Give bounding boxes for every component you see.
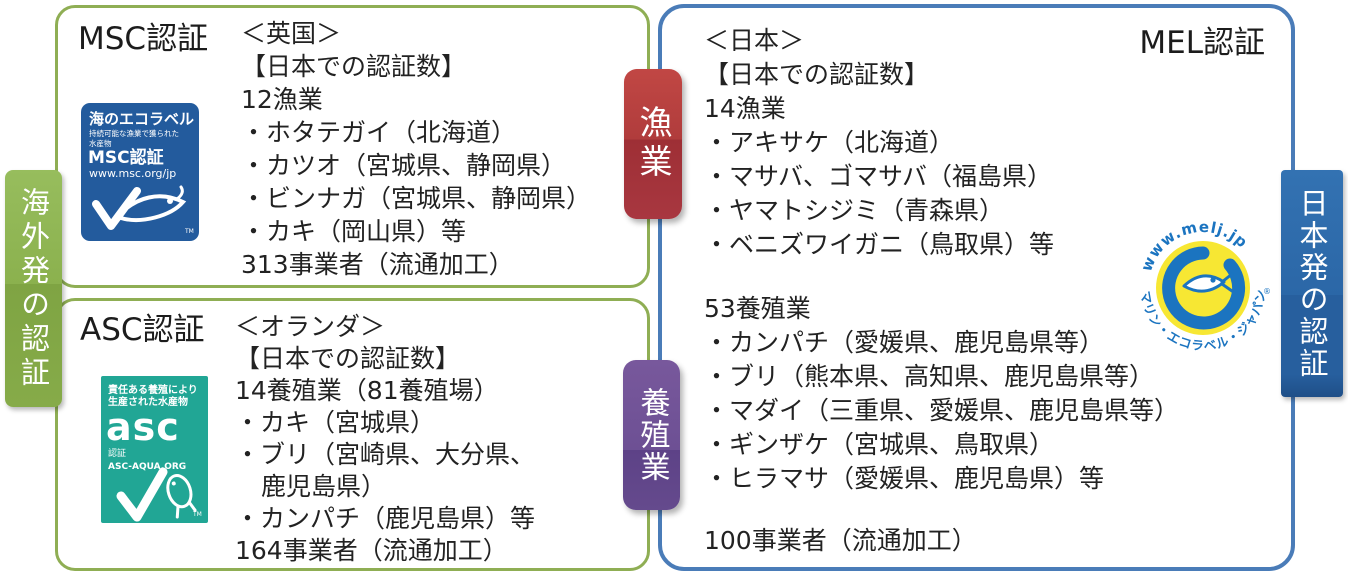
mel-ecolabel-logo: www.melj.jp マリン・エコラベル・ジャパン ®: [1132, 194, 1274, 366]
aquaculture-tag: 養殖業: [623, 360, 680, 510]
svg-text:水産物: 水産物: [89, 138, 112, 148]
svg-text:認証: 認証: [108, 447, 126, 459]
svg-text:生産された水産物: 生産された水産物: [108, 395, 188, 408]
asc-country: ＜オランダ＞: [235, 312, 386, 341]
mel-item: ・アキサケ（北海道）: [704, 128, 955, 157]
mel-fishery-count: 14漁業: [704, 94, 786, 123]
msc-title: MSC認証: [78, 21, 209, 57]
svg-text:ASC-AQUA.ORG: ASC-AQUA.ORG: [108, 462, 186, 472]
mel-item: ・ヤマトシジミ（青森県）: [704, 196, 1005, 225]
asc-title: ASC認証: [80, 312, 205, 348]
mel-title: MEL認証: [1139, 25, 1265, 61]
svg-text:MSC認証: MSC認証: [88, 147, 164, 168]
mel-farm-count: 53養殖業: [704, 294, 811, 323]
msc-item: ・カキ（岡山県）等: [241, 217, 467, 246]
msc-item: ・ビンナガ（宮城県、静岡県）: [241, 184, 592, 213]
svg-text:®: ®: [1263, 287, 1271, 296]
section-gap: [704, 262, 1179, 292]
mel-details: ＜日本＞ 【日本での認証数】 14漁業 ・アキサケ（北海道） ・マサバ、ゴマサバ…: [704, 24, 1179, 558]
asc-operator-count: 164事業者（流通加工）: [235, 536, 508, 565]
asc-cert-count-header: 【日本での認証数】: [235, 344, 461, 373]
svg-text:asc: asc: [106, 405, 180, 449]
mel-cert-count-header: 【日本での認証数】: [704, 60, 930, 89]
mel-fish-circle-icon: www.melj.jp マリン・エコラベル・ジャパン ®: [1137, 218, 1271, 353]
svg-text:www.msc.org/jp: www.msc.org/jp: [89, 167, 176, 180]
asc-item-continued: 鹿児島県）: [261, 472, 387, 501]
msc-item: ・ホタテガイ（北海道）: [241, 118, 517, 147]
msc-ecolabel-logo: 海のエコラベル 持続可能な漁業で獲られた 水産物 MSC認証 www.msc.o…: [81, 103, 199, 245]
asc-item: ・カキ（宮城県）: [235, 408, 436, 437]
asc-details: ＜オランダ＞ 【日本での認証数】 14養殖業（81養殖場） ・カキ（宮城県） ・…: [235, 311, 535, 567]
msc-operator-count: 313事業者（流通加工）: [241, 250, 514, 279]
msc-fish-check-icon: 海のエコラベル 持続可能な漁業で獲られた 水産物 MSC認証 www.msc.o…: [81, 103, 199, 241]
asc-fish-check-icon: 責任ある養殖により 生産された水産物 asc 認証 ASC-AQUA.ORG T…: [101, 376, 208, 523]
japan-certification-label: 日本発の認証: [1281, 170, 1343, 397]
mel-item: ・マサバ、ゴマサバ（福島県）: [704, 162, 1053, 191]
msc-cert-count-header: 【日本での認証数】: [241, 52, 467, 81]
svg-text:持続可能な漁業で獲られた: 持続可能な漁業で獲られた: [89, 128, 179, 138]
section-gap: [704, 496, 1179, 524]
mel-item: ・ギンザケ（宮城県、鳥取県）: [704, 430, 1055, 459]
mel-operator-count: 100事業者（流通加工）: [704, 526, 977, 555]
asc-ecolabel-logo: 責任ある養殖により 生産された水産物 asc 認証 ASC-AQUA.ORG T…: [101, 376, 208, 527]
msc-fishery-count: 12漁業: [241, 85, 323, 114]
fishery-tag: 漁業: [624, 69, 682, 219]
svg-text:TM: TM: [184, 228, 194, 235]
asc-item: ・カンパチ（鹿児島県）等: [235, 504, 536, 533]
msc-country: ＜英国＞: [241, 19, 342, 48]
mel-item: ・ブリ（熊本県、高知県、鹿児島県等）: [704, 362, 1155, 391]
mel-item: ・マダイ（三重県、愛媛県、鹿児島県等）: [704, 396, 1180, 425]
asc-farm-count: 14養殖業（81養殖場）: [235, 376, 499, 405]
svg-text:海のエコラベル: 海のエコラベル: [89, 110, 194, 128]
msc-box: MSC認証 海のエコラベル 持続可能な漁業で獲られた 水産物 MSC認証 www…: [55, 5, 650, 288]
mel-item: ・ヒラマサ（愛媛県、鹿児島県）等: [704, 464, 1105, 493]
mel-item: ・カンパチ（愛媛県、鹿児島県等）: [704, 328, 1105, 357]
mel-item: ・ベニズワイガニ（鳥取県）等: [704, 230, 1055, 259]
asc-box: ASC認証 責任ある養殖により 生産された水産物 asc 認証 ASC-AQUA…: [55, 298, 650, 571]
msc-details: ＜英国＞ 【日本での認証数】 12漁業 ・ホタテガイ（北海道） ・カツオ（宮城県…: [241, 17, 591, 281]
overseas-certification-label: 海外発の認証: [5, 170, 62, 407]
mel-box: MEL認証 www.melj.jp マリン・エコラベル・ジャパ: [658, 4, 1295, 571]
svg-text:TM: TM: [192, 511, 202, 518]
msc-item: ・カツオ（宮城県、静岡県）: [241, 151, 567, 180]
svg-text:責任ある養殖により: 責任ある養殖により: [108, 383, 198, 396]
asc-item: ・ブリ（宮崎県、大分県、: [235, 440, 536, 469]
mel-country: ＜日本＞: [704, 26, 805, 55]
